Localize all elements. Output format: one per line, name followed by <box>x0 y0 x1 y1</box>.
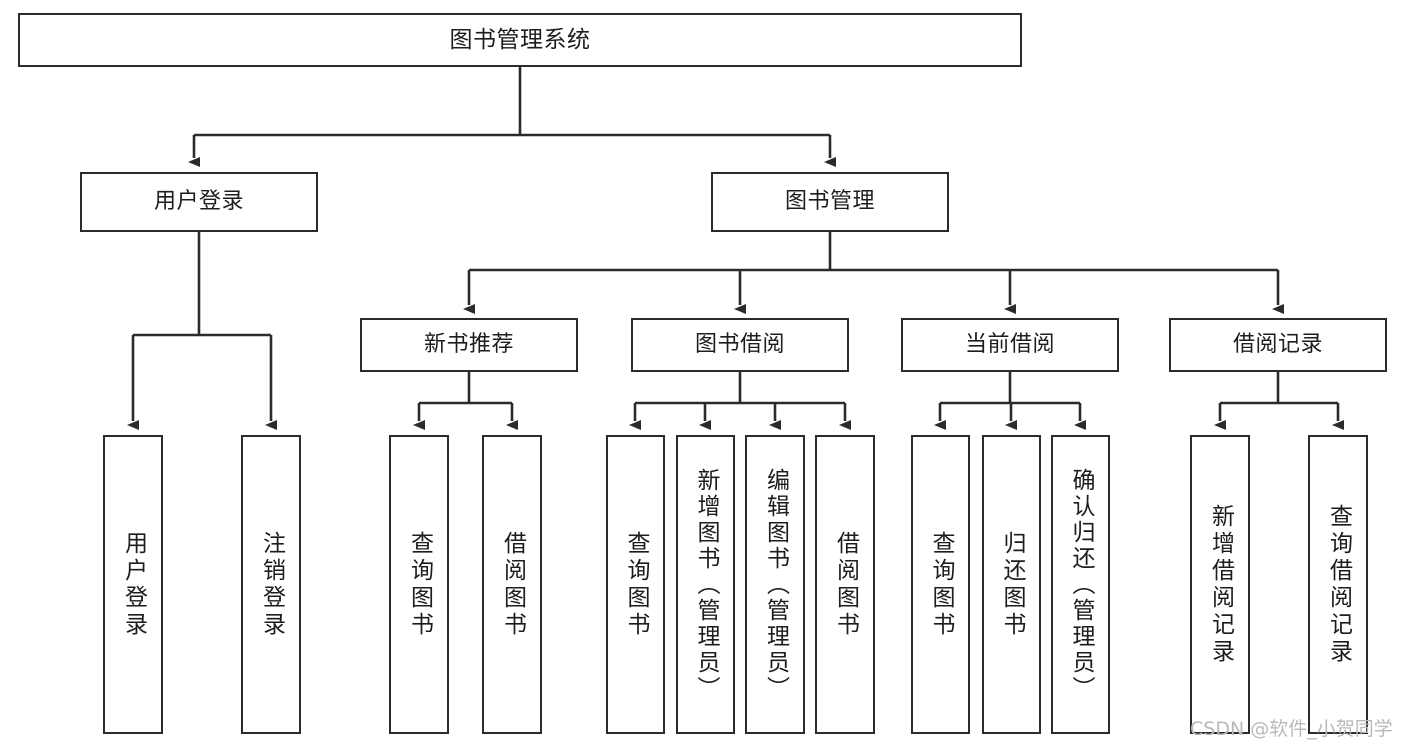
node-leaf-add-record[interactable]: 新增借阅记录 <box>1190 435 1250 734</box>
node-new-book-recommend-label: 新书推荐 <box>423 332 514 358</box>
node-leaf-query-book-3-label: 查询图书 <box>928 530 954 639</box>
node-borrow-record-label: 借阅记录 <box>1232 332 1323 358</box>
node-leaf-borrow-book-2[interactable]: 借阅图书 <box>815 435 875 734</box>
node-user-login[interactable]: 用户登录 <box>80 172 318 232</box>
node-leaf-edit-book-label: 编辑图书（管理员） <box>762 467 789 702</box>
node-current-borrow[interactable]: 当前借阅 <box>901 318 1119 372</box>
node-leaf-add-book[interactable]: 新增图书（管理员） <box>676 435 735 734</box>
node-user-login-label: 用户登录 <box>153 189 244 215</box>
node-borrow-record[interactable]: 借阅记录 <box>1169 318 1387 372</box>
node-leaf-user-logout-label: 注销登录 <box>258 530 285 639</box>
node-book-manage[interactable]: 图书管理 <box>711 172 949 232</box>
node-leaf-confirm-return-label: 确认归还（管理员） <box>1068 467 1094 702</box>
node-leaf-query-record-label: 查询借阅记录 <box>1325 503 1352 666</box>
node-leaf-query-record[interactable]: 查询借阅记录 <box>1308 435 1368 734</box>
node-leaf-query-book-2[interactable]: 查询图书 <box>606 435 665 734</box>
node-leaf-edit-book[interactable]: 编辑图书（管理员） <box>745 435 805 734</box>
node-leaf-query-book-3[interactable]: 查询图书 <box>911 435 970 734</box>
node-leaf-return-book[interactable]: 归还图书 <box>982 435 1041 734</box>
node-book-borrow[interactable]: 图书借阅 <box>631 318 849 372</box>
node-new-book-recommend[interactable]: 新书推荐 <box>360 318 578 372</box>
node-leaf-add-book-label: 新增图书（管理员） <box>693 467 719 702</box>
node-leaf-borrow-book-1-label: 借阅图书 <box>499 530 526 639</box>
node-leaf-query-book-1-label: 查询图书 <box>406 530 433 639</box>
node-current-borrow-label: 当前借阅 <box>964 332 1055 358</box>
node-book-borrow-label: 图书借阅 <box>694 332 785 358</box>
node-leaf-confirm-return[interactable]: 确认归还（管理员） <box>1051 435 1110 734</box>
node-root-label: 图书管理系统 <box>449 26 591 53</box>
node-root[interactable]: 图书管理系统 <box>18 13 1022 67</box>
node-leaf-user-login-label: 用户登录 <box>120 530 147 639</box>
node-leaf-borrow-book-1[interactable]: 借阅图书 <box>482 435 542 734</box>
watermark: CSDN @软件_小贺同学 <box>1190 718 1393 740</box>
node-leaf-add-record-label: 新增借阅记录 <box>1207 503 1234 666</box>
node-leaf-query-book-2-label: 查询图书 <box>623 530 649 639</box>
node-leaf-user-login[interactable]: 用户登录 <box>103 435 163 734</box>
node-leaf-query-book-1[interactable]: 查询图书 <box>389 435 449 734</box>
node-book-manage-label: 图书管理 <box>784 189 875 215</box>
node-leaf-user-logout[interactable]: 注销登录 <box>241 435 301 734</box>
node-leaf-borrow-book-2-label: 借阅图书 <box>832 530 859 639</box>
node-leaf-return-book-label: 归还图书 <box>999 530 1025 639</box>
